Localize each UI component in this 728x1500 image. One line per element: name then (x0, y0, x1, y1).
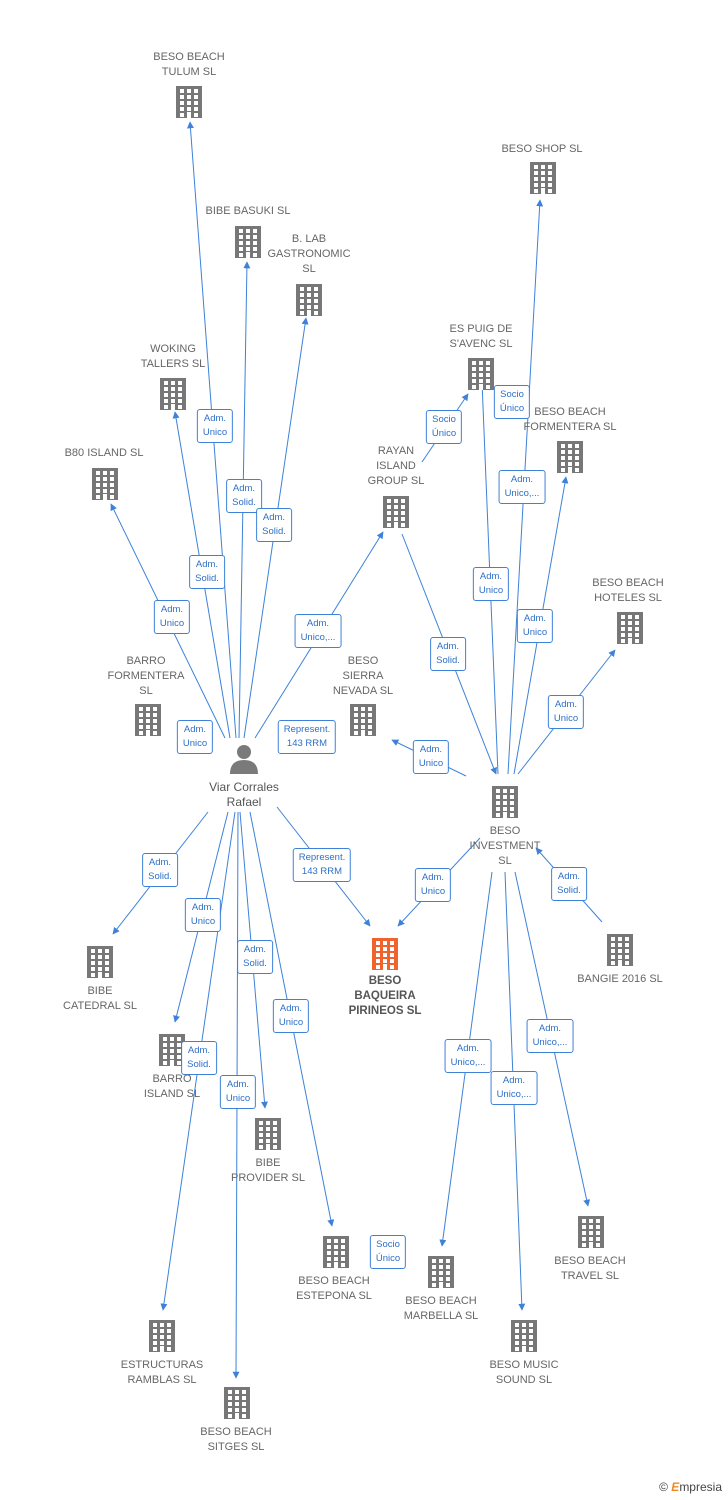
node-label-baqueira[interactable]: BESO BAQUEIRA PIRINEOS SL (348, 975, 422, 1017)
edge-label-rayan-investment[interactable]: Adm. Solid. (430, 637, 466, 671)
edge-label-person-sitges[interactable]: Adm. Unico (219, 1075, 257, 1109)
edge-label-person-b80[interactable]: Adm. Unico (153, 600, 191, 634)
node-label-tulum[interactable]: BESO BEACH TULUM SL (153, 51, 225, 78)
node-label-catedral[interactable]: BIBE CATEDRAL SL (63, 985, 137, 1012)
edge-label-investment-travel[interactable]: Adm. Unico,... (526, 1019, 574, 1053)
node-label-hoteles[interactable]: BESO BEACH HOTELES SL (592, 577, 664, 604)
building-icon-shop[interactable] (530, 162, 556, 194)
building-icon-estepona[interactable] (323, 1236, 349, 1268)
node-label-puig[interactable]: ES PUIG DE S'AVENC SL (449, 323, 513, 350)
building-icon-catedral[interactable] (87, 946, 113, 978)
building-icon-provider[interactable] (255, 1118, 281, 1150)
node-label-bangie[interactable]: BANGIE 2016 SL (577, 973, 663, 985)
copyright-symbol: © (659, 1480, 668, 1494)
building-icon-bangie[interactable] (607, 934, 633, 966)
node-label-sitges[interactable]: BESO BEACH SITGES SL (200, 1426, 272, 1453)
edge-label-person-rayan[interactable]: Adm. Unico,... (294, 614, 342, 648)
building-icon-barroisland[interactable] (159, 1034, 185, 1066)
edge-label-person-catedral[interactable]: Adm. Solid. (142, 853, 178, 887)
brand-initial: E (671, 1480, 680, 1494)
building-icon-sierra[interactable] (350, 704, 376, 736)
node-label-sierra[interactable]: BESO SIERRA NEVADA SL (332, 655, 394, 697)
node-label-provider[interactable]: BIBE PROVIDER SL (231, 1157, 305, 1184)
person-icon[interactable] (230, 745, 258, 774)
edge-label-bangie-investment[interactable]: Adm. Solid. (551, 867, 587, 901)
node-label-shop[interactable]: BESO SHOP SL (501, 143, 583, 155)
edge-label-person-investment[interactable]: Represent. 143 RRM (277, 720, 337, 754)
edge-label-person-barroform[interactable]: Adm. Unico (176, 720, 214, 754)
building-icon-b80[interactable] (92, 468, 118, 500)
edge-label-investment-puig[interactable]: Adm. Unico (472, 567, 510, 601)
node-label-marbella[interactable]: BESO BEACH MARBELLA SL (403, 1295, 479, 1322)
building-icon-tulum[interactable] (176, 86, 202, 118)
building-icon-lab[interactable] (296, 284, 322, 316)
node-label-formentera[interactable]: BESO BEACH FORMENTERA SL (523, 406, 617, 433)
node-label-barroisland[interactable]: BARRO ISLAND SL (143, 1073, 201, 1100)
edge-label-investment-sierra[interactable]: Adm. Unico (412, 740, 450, 774)
icons-layer (87, 86, 643, 1419)
edge-label-investment-music[interactable]: Adm. Unico,... (490, 1071, 538, 1105)
building-icon-investment[interactable] (492, 786, 518, 818)
node-label-travel[interactable]: BESO BEACH TRAVEL SL (554, 1255, 626, 1282)
building-icon-marbella[interactable] (428, 1256, 454, 1288)
edge-label-investment-marbella[interactable]: Adm. Unico,... (444, 1039, 492, 1073)
building-icon-basuki[interactable] (235, 226, 261, 258)
brand-name: mpresia (679, 1480, 722, 1494)
edge-label-rayan-puig[interactable]: Socio Único (425, 410, 463, 444)
edge-label-person-woking[interactable]: Adm. Solid. (189, 555, 225, 589)
node-label-barroform[interactable]: BARRO FORMENTERA SL (107, 655, 185, 697)
node-label-woking[interactable]: WOKING TALLERS SL (140, 343, 206, 370)
node-label-music[interactable]: BESO MUSIC SOUND SL (489, 1359, 559, 1386)
edge-label-investment-baqueira[interactable]: Adm. Unico (414, 868, 452, 902)
building-icon-rayan[interactable] (383, 496, 409, 528)
edge-label-person-provider[interactable]: Adm. Solid. (237, 940, 273, 974)
building-icon-hoteles[interactable] (617, 612, 643, 644)
node-label-basuki[interactable]: BIBE BASUKI SL (205, 205, 291, 217)
node-label-estepona[interactable]: BESO BEACH ESTEPONA SL (296, 1275, 372, 1302)
edge-label-person-estepona[interactable]: Adm. Unico (272, 999, 310, 1033)
edge-label-person-barroisland[interactable]: Adm. Unico (184, 898, 222, 932)
edge-label-shop-puig[interactable]: Socio Único (493, 385, 531, 419)
building-icon-travel[interactable] (578, 1216, 604, 1248)
brand-logo: © Empresia (659, 1480, 722, 1494)
building-icon-puig[interactable] (468, 358, 494, 390)
building-icon-woking[interactable] (160, 378, 186, 410)
node-label-investment[interactable]: BESO INVESTMENT SL (469, 825, 541, 867)
node-label-person[interactable]: Viar Corrales Rafael (209, 780, 279, 809)
building-icon-barroform[interactable] (135, 704, 161, 736)
building-icon-formentera[interactable] (557, 441, 583, 473)
building-icon-ramblas[interactable] (149, 1320, 175, 1352)
node-label-ramblas[interactable]: ESTRUCTURAS RAMBLAS SL (120, 1359, 204, 1386)
edge-label-person-baqueira[interactable]: Represent. 143 RRM (292, 848, 352, 882)
edge-label-estepona-marbella[interactable]: Socio Único (369, 1235, 407, 1269)
edge-label-person-basuki[interactable]: Adm. Solid. (226, 479, 262, 513)
edge-label-investment-hoteles[interactable]: Adm. Unico (547, 695, 585, 729)
node-label-b80[interactable]: B80 ISLAND SL (64, 447, 144, 459)
building-icon-sitges[interactable] (224, 1387, 250, 1419)
node-label-rayan[interactable]: RAYAN ISLAND GROUP SL (367, 445, 425, 487)
building-icon-music[interactable] (511, 1320, 537, 1352)
edge-label-investment-shop[interactable]: Adm. Unico,... (498, 470, 546, 504)
node-label-lab[interactable]: B. LAB GASTRONOMIC SL (267, 233, 351, 275)
edge-label-person-lab[interactable]: Adm. Solid. (256, 508, 292, 542)
building-icon-baqueira[interactable] (372, 938, 398, 970)
edge-label-person-tulum[interactable]: Adm. Unico (196, 409, 234, 443)
edge-label-investment-formentera[interactable]: Adm. Unico (516, 609, 554, 643)
edge-label-person-ramblas[interactable]: Adm. Solid. (181, 1041, 217, 1075)
